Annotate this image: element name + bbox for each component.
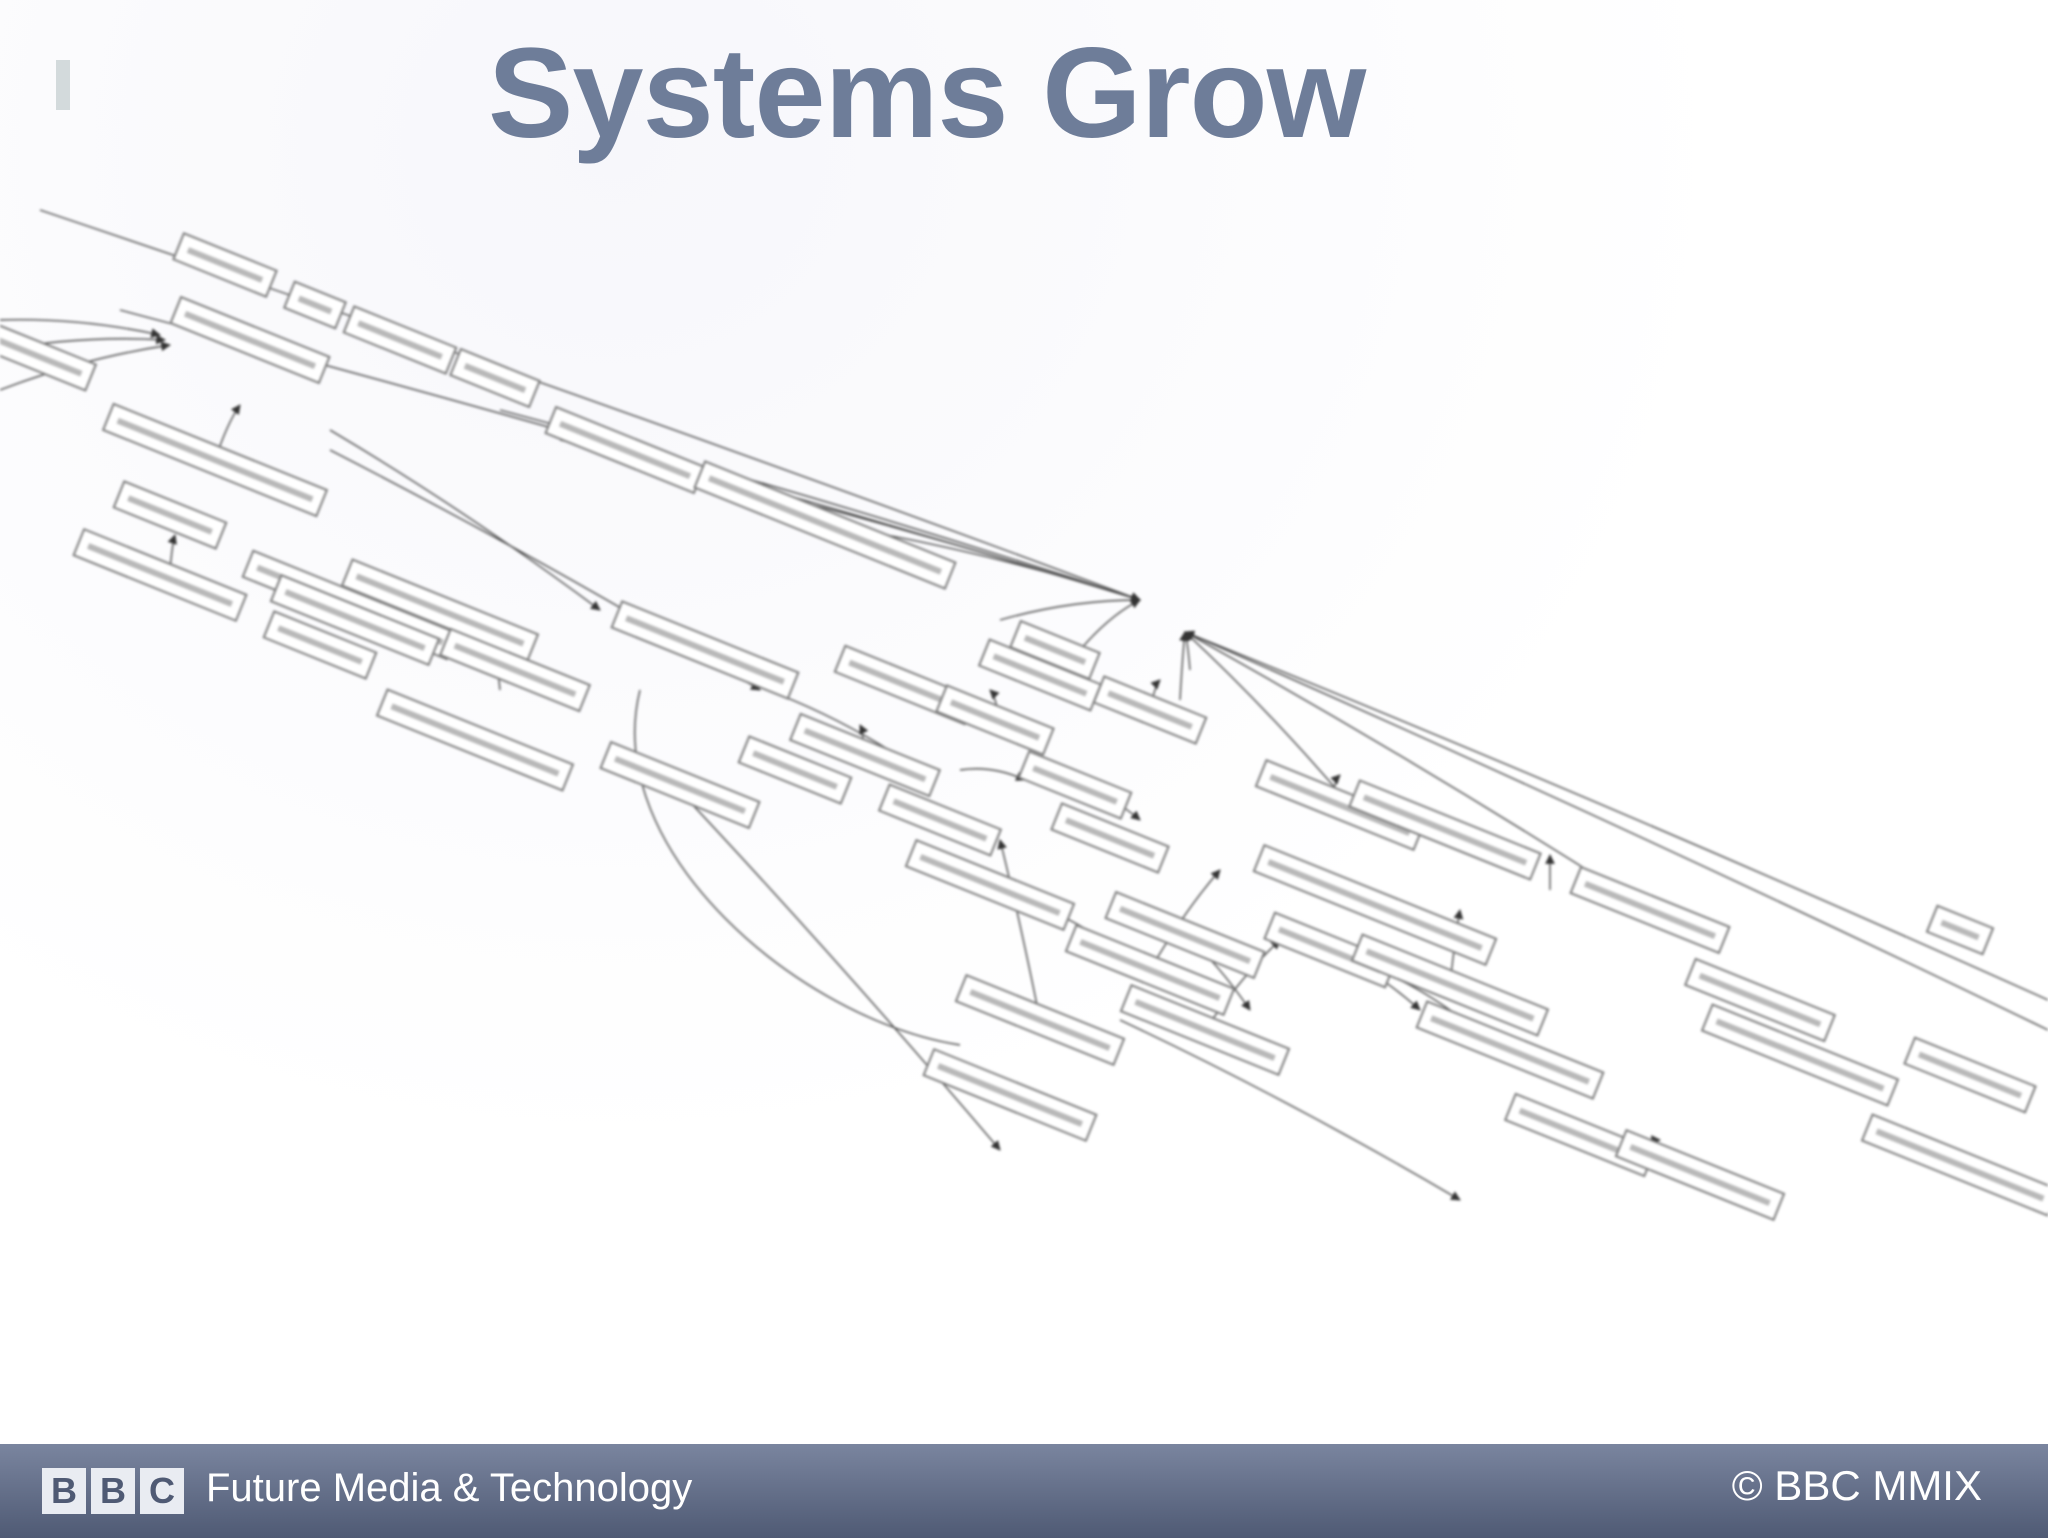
graph-edge xyxy=(1149,869,1221,971)
graph-node xyxy=(1700,1003,1900,1107)
bbc-logo-letter: B xyxy=(42,1468,86,1514)
graph-edge xyxy=(999,595,1141,621)
graph-node xyxy=(1092,675,1208,745)
graph-node xyxy=(737,735,853,805)
graph-edge xyxy=(1184,631,1351,806)
graph-node xyxy=(449,347,541,409)
graph-node xyxy=(610,600,800,700)
graph-node xyxy=(172,231,278,299)
graph-node xyxy=(788,712,942,798)
graph-node xyxy=(438,627,592,713)
graph-edge xyxy=(329,429,601,611)
graph-node xyxy=(1415,1000,1605,1100)
graph-node xyxy=(1254,758,1426,852)
graph-node xyxy=(1119,983,1291,1077)
graph-node xyxy=(101,402,329,518)
graph-edge xyxy=(1179,631,1189,701)
dependency-graph xyxy=(0,209,2048,1222)
graph-edge xyxy=(1184,631,2048,1031)
graph-node xyxy=(1348,779,1542,881)
graph-node xyxy=(0,318,98,392)
graph-node xyxy=(922,1047,1098,1143)
footer-bar: B B C Future Media & Technology © BBC MM… xyxy=(0,1444,2048,1538)
graph-node xyxy=(1104,890,1266,980)
graph-edge xyxy=(859,529,1141,602)
footer-copyright: © BBC MMIX xyxy=(1731,1462,1982,1509)
graph-edge xyxy=(1119,1019,1461,1201)
graph-node xyxy=(904,838,1076,932)
graph-node xyxy=(544,405,706,495)
graph-nodes xyxy=(0,231,2048,1222)
graph-node xyxy=(1683,957,1837,1043)
graph-node xyxy=(1252,843,1498,967)
dependency-graph-image xyxy=(0,150,2048,1440)
graph-node xyxy=(342,305,458,375)
graph-node xyxy=(1903,1036,2037,1114)
graph-node xyxy=(169,295,331,385)
graph-node xyxy=(954,973,1126,1067)
graph-node xyxy=(1925,904,1995,956)
graph-edge xyxy=(659,769,1001,1151)
corner-mark xyxy=(56,60,70,110)
graph-node xyxy=(599,740,761,830)
graph-node xyxy=(282,280,348,330)
graph-node xyxy=(1064,923,1236,1017)
footer-organization: Future Media & Technology xyxy=(206,1466,693,1510)
bbc-logo: B B C xyxy=(42,1468,184,1514)
graph-edge xyxy=(1182,631,1193,671)
graph-node xyxy=(1350,933,1550,1037)
slide-title: Systems Grow xyxy=(488,22,1366,165)
graph-edge xyxy=(0,319,161,338)
bbc-logo-letter: B xyxy=(91,1468,135,1514)
graph-node xyxy=(1050,802,1170,874)
graph-node xyxy=(1614,1128,1786,1222)
graph-node xyxy=(1860,1113,2048,1217)
graph-node xyxy=(340,558,540,662)
graph-node xyxy=(269,573,441,667)
graph-edge xyxy=(959,768,1026,781)
graph-node xyxy=(262,610,378,680)
bbc-logo-letter: C xyxy=(140,1468,184,1514)
graph-node xyxy=(1569,865,1731,955)
graph-node xyxy=(1017,750,1133,820)
graph-node xyxy=(935,684,1055,756)
graph-node xyxy=(112,480,228,550)
graph-node xyxy=(375,688,575,792)
graph-node xyxy=(72,527,248,623)
graph-edge xyxy=(997,839,1041,1021)
graph-edge xyxy=(1184,630,2048,1001)
graph-node xyxy=(877,783,1003,857)
graph-edge xyxy=(1079,599,1141,651)
graph-node xyxy=(693,460,957,590)
